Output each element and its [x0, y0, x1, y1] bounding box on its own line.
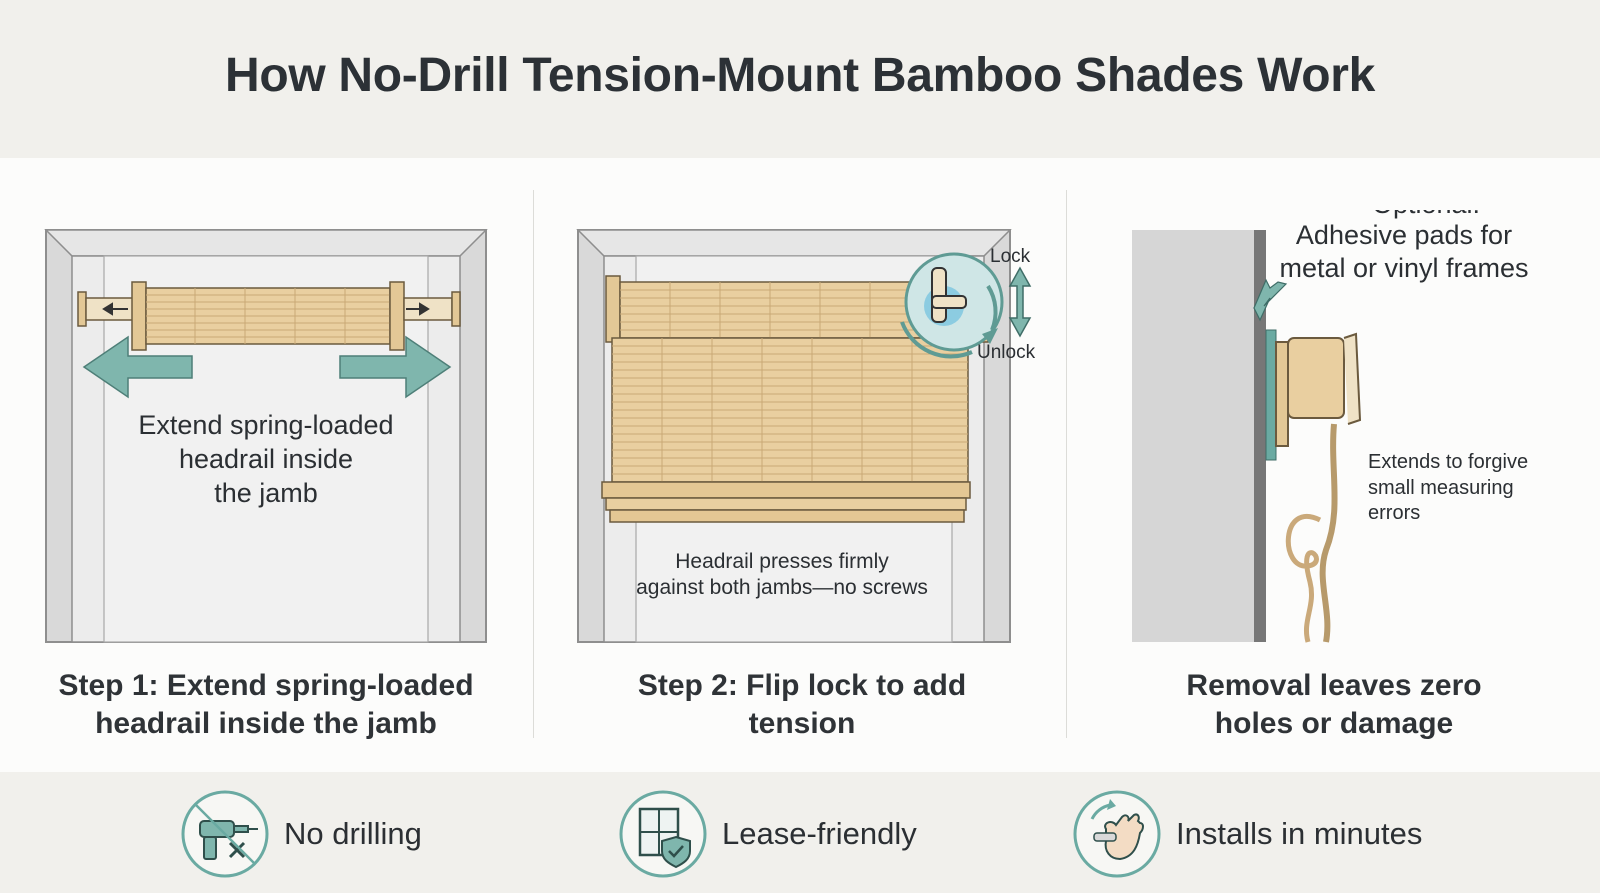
feature-installs-in-minutes: Installs in minutes [1072, 788, 1422, 880]
callout-line: metal or vinyl frames [1279, 253, 1528, 283]
headrail [77, 281, 461, 351]
diagram-text-line: against both jambs—no screws [636, 576, 928, 599]
lock-unlock-arrow [1008, 266, 1032, 338]
step2-diagram: Lock Unlock Headrail presses firmly agai… [576, 229, 1036, 643]
diagram-text-line: headrail inside [179, 444, 353, 474]
caption-line: holes or damage [1214, 707, 1454, 740]
lock-mechanism [900, 252, 1004, 359]
panel-divider [1066, 190, 1067, 738]
hand-twist-icon [1073, 790, 1161, 878]
note-line: small measuring [1368, 477, 1514, 499]
caption-line: Step 2: Flip lock to add [637, 669, 967, 702]
callout-line: Optional: [1372, 210, 1480, 219]
callout-line: Adhesive pads for [1296, 220, 1512, 250]
extend-left-arrow [82, 335, 193, 399]
diagram-text-line: Headrail presses firmly [675, 550, 889, 573]
step1-caption: Step 1: Extend spring-loaded headrail in… [36, 667, 496, 743]
jamb-edge [1254, 230, 1266, 642]
feature-no-drilling: No drilling [180, 788, 422, 880]
bamboo-shade [601, 337, 971, 523]
caption-line: tension [748, 707, 856, 740]
wall-jamb [1132, 230, 1254, 642]
step3-diagram: Optional: Adhesive pads for metal or vin… [1132, 210, 1529, 643]
diagram-text-line: Extend spring-loaded [138, 410, 393, 440]
caption-line: headrail inside the jamb [95, 707, 437, 740]
page-title: How No-Drill Tension-Mount Bamboo Shades… [224, 49, 1376, 102]
callout-arrow [1253, 278, 1288, 322]
bracket [1275, 332, 1362, 643]
feature-label: Installs in minutes [1176, 816, 1423, 851]
step1-diagram: Extend spring-loaded headrail inside the… [44, 229, 488, 643]
step3-caption: Removal leaves zero holes or damage [1104, 667, 1564, 743]
caption-line: Step 1: Extend spring-loaded [58, 669, 474, 702]
diagram-text-line: the jamb [214, 478, 318, 508]
unlock-label: Unlock [977, 342, 1036, 363]
note-line: Extends to forgive [1368, 451, 1528, 473]
feature-lease-friendly: Lease-friendly [618, 788, 917, 880]
adhesive-pad [1265, 329, 1277, 461]
header-band [0, 0, 1600, 158]
window-shield-icon [619, 790, 707, 878]
step2-caption: Step 2: Flip lock to add tension [572, 667, 1032, 743]
panel-divider [533, 190, 534, 738]
frame-top-bevel [576, 229, 1012, 257]
extend-right-arrow [339, 335, 452, 399]
note-line: errors [1368, 502, 1420, 524]
feature-label: No drilling [284, 816, 422, 851]
no-drill-icon [181, 790, 269, 878]
caption-line: Removal leaves zero [1186, 669, 1482, 702]
frame-top-bevel [44, 229, 488, 257]
feature-label: Lease-friendly [722, 816, 917, 851]
lock-label: Lock [990, 246, 1031, 267]
